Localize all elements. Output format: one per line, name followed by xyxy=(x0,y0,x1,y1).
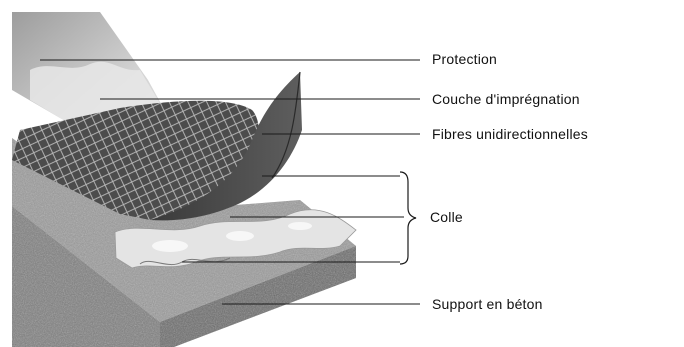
colle-brace xyxy=(400,172,416,264)
label-protection: Protection xyxy=(432,51,497,67)
label-impregnation: Couche d'imprégnation xyxy=(432,91,580,107)
label-support: Support en béton xyxy=(432,296,543,312)
label-fibres: Fibres unidirectionnelles xyxy=(432,126,588,142)
label-colle: Colle xyxy=(430,209,463,225)
